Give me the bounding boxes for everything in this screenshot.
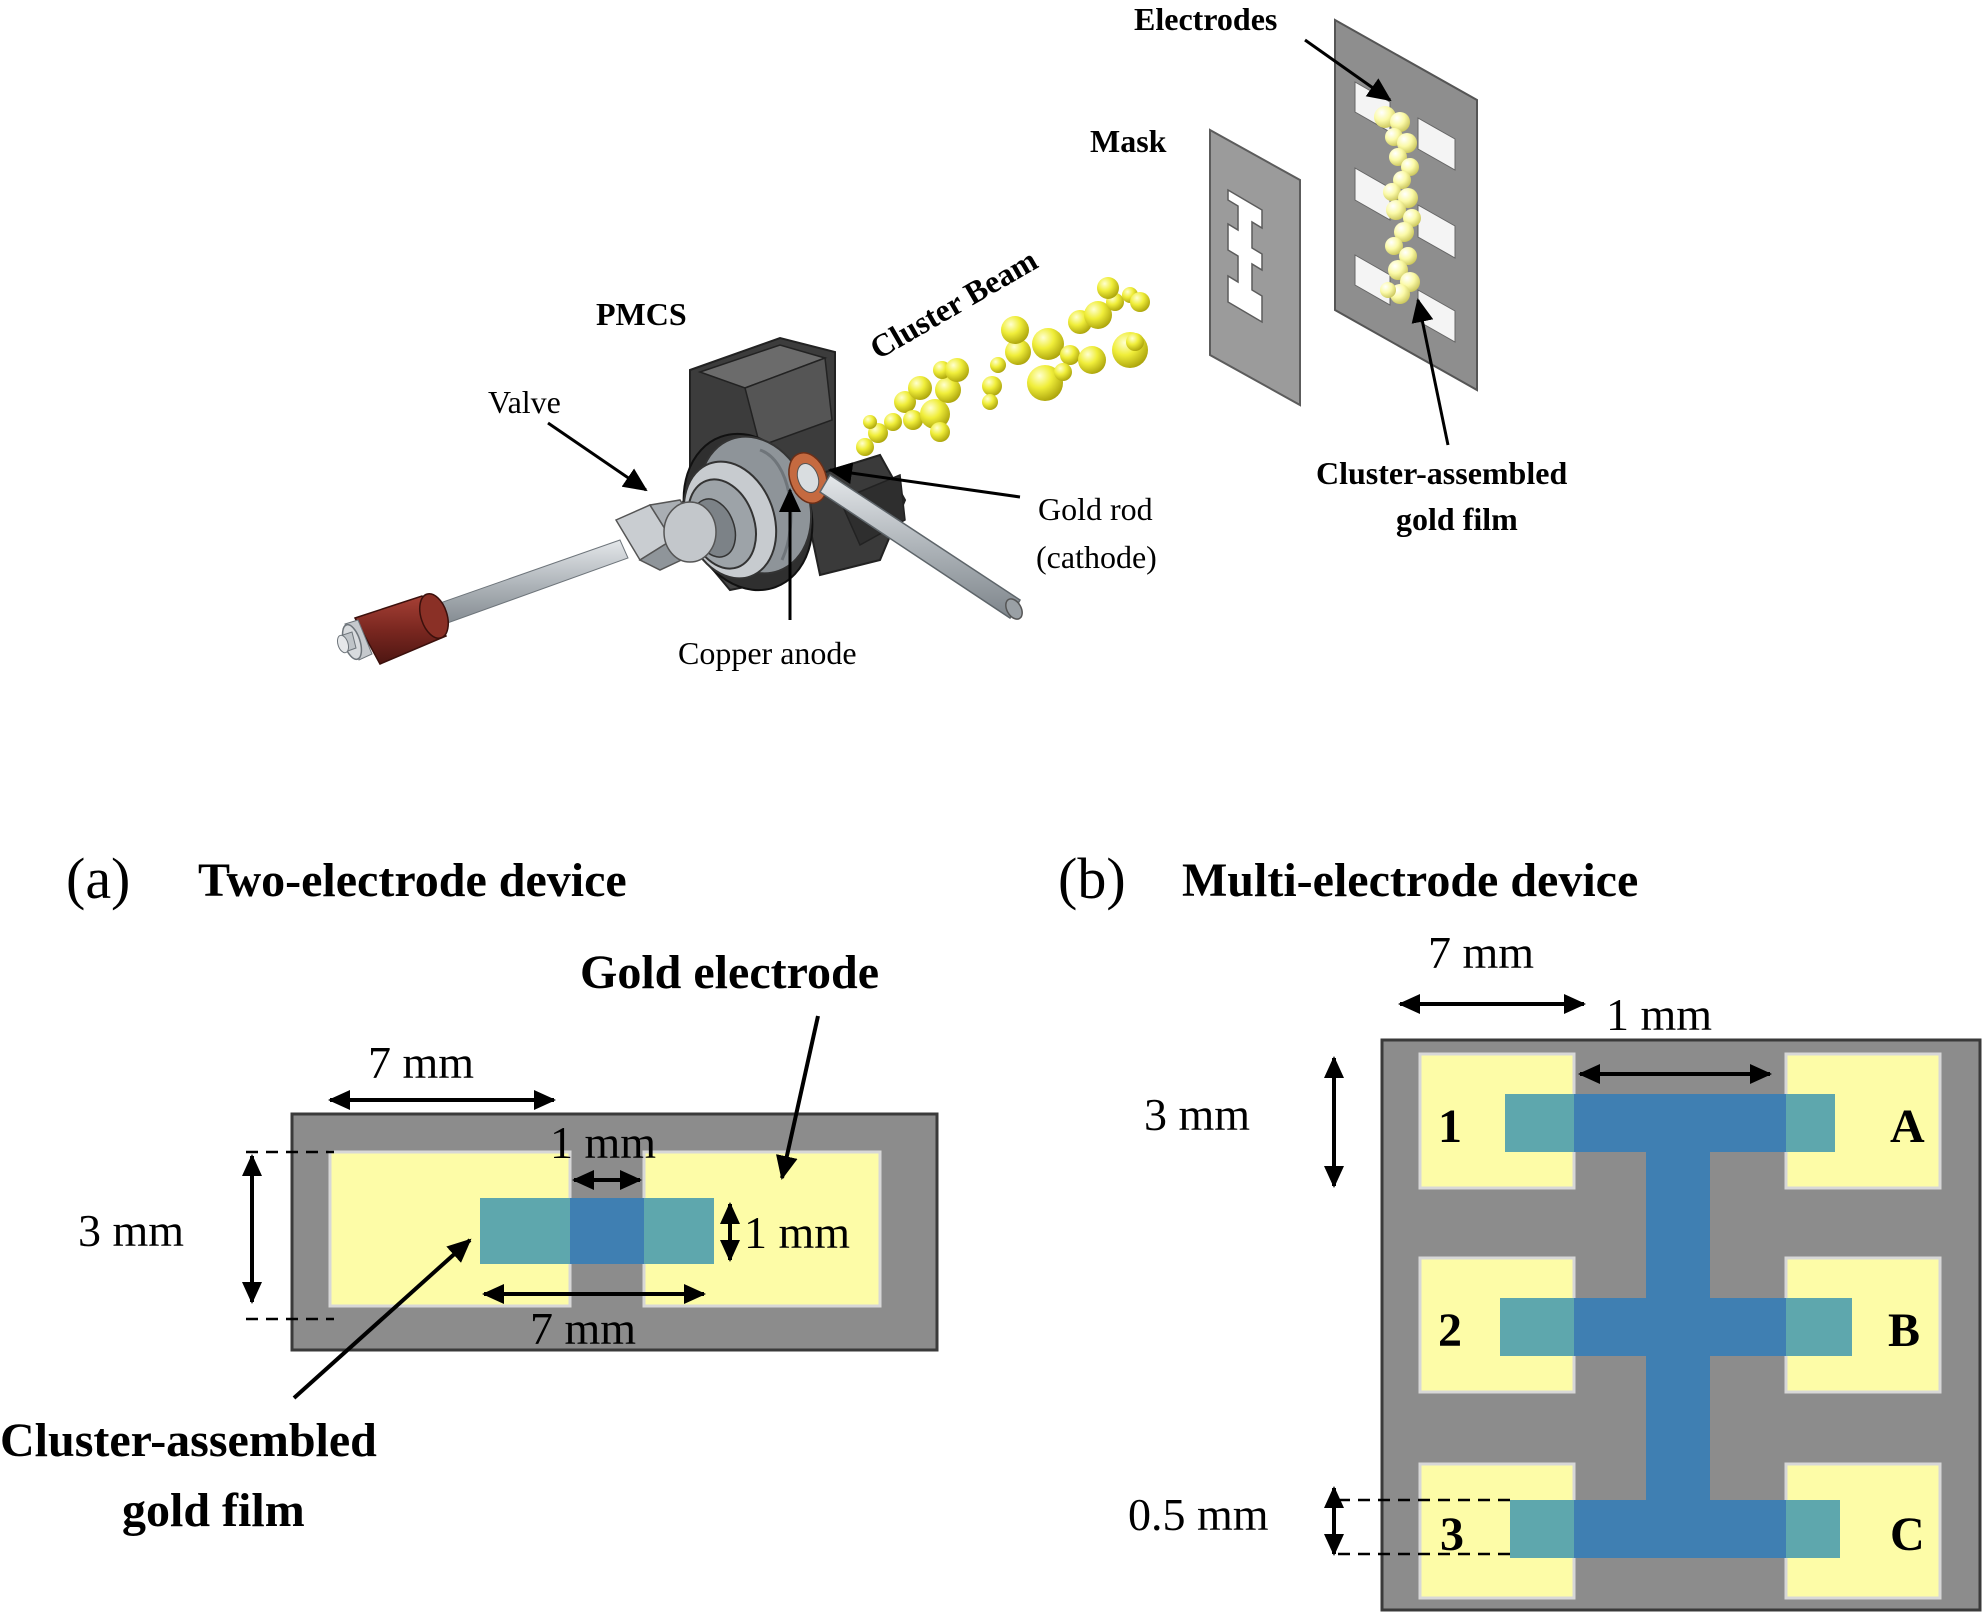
pad-label-2: 2: [1438, 1304, 1462, 1357]
gold-rod: [818, 473, 1023, 620]
mask-plate: [1209, 128, 1301, 407]
film-label-2: gold film: [1396, 501, 1518, 537]
copper-anode-label: Copper anode: [678, 635, 857, 671]
film-overlap-top: [1574, 1094, 1786, 1152]
dim-b-height-label: 3 mm: [1144, 1089, 1250, 1140]
pmcs-label: PMCS: [596, 296, 687, 332]
pad-label-c: C: [1890, 1508, 1925, 1561]
film-a-label-1: Cluster-assembled: [0, 1414, 377, 1467]
gold-rod-arrow: [828, 462, 1021, 499]
pad-label-a: A: [1890, 1100, 1925, 1153]
pad-label-1: 1: [1438, 1100, 1462, 1153]
film-spine: [1646, 1152, 1710, 1500]
pad-label-3: 3: [1440, 1508, 1464, 1561]
electrodes-label: Electrodes: [1134, 1, 1277, 37]
device-a-film-overlap: [570, 1198, 644, 1264]
mask-opening: [1227, 188, 1263, 324]
film-a-arrow: [292, 1238, 472, 1400]
dim-a-gap-label: 1 mm: [550, 1117, 656, 1168]
panel-b-title: Multi-electrode device: [1182, 854, 1638, 907]
dim-a-film-height-label: 1 mm: [744, 1207, 850, 1258]
film-overlap-bottom: [1574, 1500, 1786, 1558]
dim-a-height-label: 3 mm: [78, 1205, 184, 1256]
dim-a-top-width-label: 7 mm: [368, 1037, 474, 1088]
panel-a-title: Two-electrode device: [198, 854, 627, 907]
gold-rod-label-2: (cathode): [1036, 539, 1157, 575]
film-label-1: Cluster-assembled: [1316, 455, 1567, 491]
dim-b-film-label: 0.5 mm: [1128, 1489, 1269, 1540]
dim-b-gap-label: 1 mm: [1606, 989, 1712, 1040]
pad-label-b: B: [1888, 1304, 1920, 1357]
gold-electrode-arrow: [776, 1015, 820, 1180]
valve-arrow: [547, 421, 648, 492]
dim-b-width-label: 7 mm: [1428, 927, 1534, 978]
panel-a-tag: (a): [66, 846, 130, 911]
cluster-beam: [856, 277, 1150, 456]
end-cap: [336, 593, 450, 665]
film-a-label-2: gold film: [122, 1484, 305, 1537]
apparatus-illustration: PMCS Valve Cluster Beam Gold rod (cathod…: [336, 1, 1567, 671]
dim-a-film-width-label: 7 mm: [530, 1303, 636, 1354]
mask-label: Mask: [1090, 123, 1167, 159]
feed-rod: [419, 539, 629, 631]
film-arrow: [1411, 298, 1450, 446]
electrodes-arrow: [1304, 38, 1392, 102]
gold-electrode-label: Gold electrode: [580, 946, 879, 999]
gold-rod-label-1: Gold rod: [1038, 491, 1153, 527]
panel-a: (a) Two-electrode device Gold electrode …: [0, 846, 939, 1537]
panel-b: (b) Multi-electrode device 1 2 3 A B C 7…: [1058, 846, 1982, 1612]
panel-b-tag: (b): [1058, 846, 1126, 911]
valve-label: Valve: [488, 384, 561, 420]
electrode-plate: [1334, 18, 1478, 392]
deposited-film: [1374, 106, 1421, 304]
pmcs-housing: [663, 336, 907, 592]
pad-b: [1784, 1256, 1942, 1394]
